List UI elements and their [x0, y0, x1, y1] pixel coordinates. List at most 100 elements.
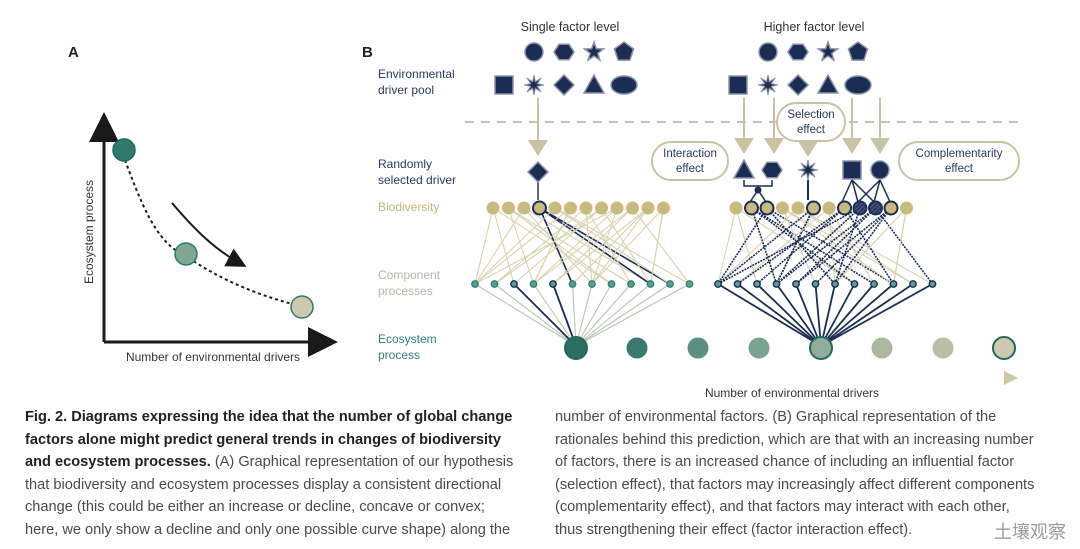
selection-effect-label-1: Selection: [787, 109, 834, 121]
circle-icon: [524, 42, 544, 62]
biodiversity-link: [508, 207, 632, 285]
process-link: [575, 283, 651, 347]
biodiversity-link: [572, 207, 649, 285]
caption-right-line: number of environmental factors. (B) Gra…: [555, 409, 997, 425]
biodiversity-link: [513, 207, 602, 285]
star-icon: [582, 39, 606, 62]
species-node: [791, 201, 805, 215]
caption-right-line: thus strengthening their effect (factor …: [555, 521, 913, 538]
complementarity-link: [841, 179, 853, 203]
complementarity-effect-bubble: Complementarity effect: [898, 141, 1020, 181]
row-label-biodiversity: Biodiversity: [378, 200, 439, 214]
caption-left: Fig. 2. Diagrams expressing the idea tha…: [25, 406, 530, 542]
ecosystem-process-node: [687, 337, 709, 359]
caption-left-line: factors alone might predict general tren…: [25, 431, 502, 448]
biodiversity-link: [892, 207, 908, 285]
biodiversity-link: [554, 207, 671, 285]
species-node: [822, 201, 836, 215]
biodiversity-link: [782, 207, 894, 285]
species-node: [837, 200, 852, 216]
caption-left-line: change (this could be either an increase…: [25, 499, 485, 516]
process-link: [820, 283, 895, 347]
component-process-node: [627, 280, 635, 288]
complementarity-link: [857, 179, 881, 203]
ecosystem-process-node: [992, 336, 1016, 360]
selection-effect-bubble: Selection effect: [776, 102, 846, 142]
process-link: [736, 283, 822, 347]
component-process-node: [850, 280, 859, 288]
row-label-pool-2: driver pool: [378, 83, 434, 97]
watermark: 土壤观察: [994, 522, 1066, 543]
row-label-component-2: processes: [378, 284, 433, 298]
component-process-node: [685, 280, 694, 288]
biodiversity-link: [737, 207, 845, 285]
row-label-ecosystem-1: Ecosystem: [378, 332, 437, 346]
biodiversity-link: [834, 207, 907, 285]
process-link: [474, 283, 577, 347]
component-process-node: [811, 280, 820, 288]
species-node: [579, 201, 593, 215]
ecosystem-process-node: [809, 336, 833, 360]
process-link: [575, 283, 671, 347]
network-links: [474, 98, 934, 347]
component-process-node: [490, 280, 499, 288]
component-process-node: [792, 280, 800, 288]
figure-2: A Ecosystem process Number of environmen…: [68, 20, 1020, 400]
caption-right-line: of factors, there is an increased chance…: [555, 454, 1015, 471]
ecosystem-process-node: [871, 337, 893, 359]
biodiversity-link: [591, 207, 664, 285]
process-link: [575, 283, 632, 347]
component-process-node: [714, 280, 722, 288]
component-process-node: [549, 280, 557, 288]
biodiversity-link: [552, 207, 633, 285]
process-link: [756, 283, 822, 347]
process-link: [820, 283, 875, 347]
driver-pool-higher: [728, 39, 872, 97]
triangle-icon: [732, 158, 756, 179]
biodiversity-link: [750, 207, 778, 285]
biodiversity-link: [828, 207, 875, 285]
interaction-effect-label-1: Interaction: [663, 148, 717, 160]
interaction-node: [754, 186, 762, 194]
biodiversity-link: [649, 207, 665, 285]
driver-pool-single: [494, 39, 638, 97]
species-node: [641, 201, 655, 215]
data-point-low: [112, 138, 136, 162]
complementarity-link: [851, 179, 875, 203]
species-node: [548, 201, 562, 215]
biodiversity-link: [508, 207, 612, 285]
biodiversity-link: [601, 207, 651, 285]
biodiversity-link: [474, 207, 525, 285]
species-node: [900, 201, 913, 215]
caption-right-line: (selection effect), that factors may inc…: [555, 476, 1035, 493]
biodiversity-link: [751, 207, 875, 285]
biodiversity-link: [751, 207, 855, 285]
panel-b: B Single factor level Higher factor leve…: [362, 20, 1020, 400]
process-link: [820, 283, 836, 347]
circle-icon: [870, 160, 890, 180]
species-node: [564, 201, 577, 215]
panel-b-label: B: [362, 44, 373, 61]
biodiversity-link: [494, 207, 587, 285]
biodiversity-link: [552, 207, 649, 285]
process-link: [571, 283, 577, 347]
process-link: [513, 283, 577, 347]
biodiversity-link: [494, 207, 602, 285]
biodiversity-link: [834, 207, 861, 285]
species-node: [852, 200, 868, 216]
species-node: [532, 200, 547, 216]
square-icon: [842, 160, 862, 180]
diamond-icon: [526, 160, 550, 184]
biodiversity-link: [756, 207, 846, 285]
biodiversity-link: [795, 207, 877, 285]
biodiversity-link: [474, 207, 556, 285]
process-link: [552, 283, 577, 347]
trend-arrow: [171, 202, 247, 267]
complementarity-link: [879, 179, 891, 203]
component-process-node: [607, 280, 616, 288]
hexagon-icon: [761, 161, 783, 179]
square-icon: [494, 75, 514, 95]
biodiversity-link: [591, 207, 649, 285]
complementarity-link: [873, 179, 881, 203]
burst-icon: [523, 74, 545, 96]
